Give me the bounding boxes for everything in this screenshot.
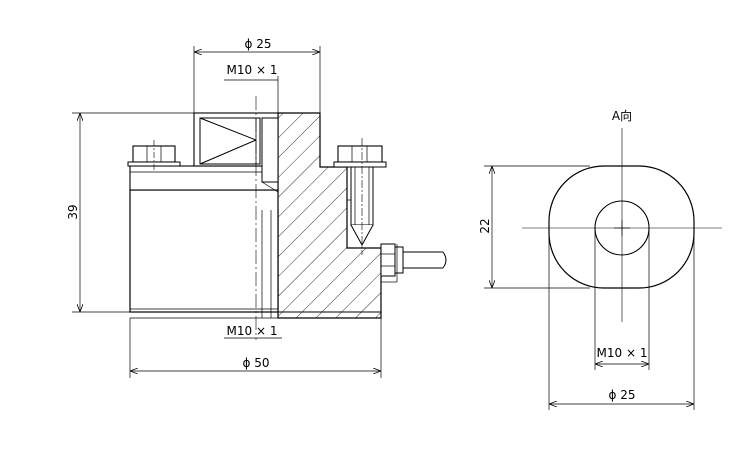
right-bolt (333, 138, 387, 255)
cable-fitting (380, 243, 447, 283)
left-bolt (127, 140, 181, 172)
view-a-label: A向 (612, 108, 632, 123)
end-view: A向 22 M10 × 1 ϕ 25 (478, 108, 722, 410)
dim-top-thread: M10 × 1 (224, 63, 279, 113)
side-view: ϕ 25 M10 × 1 39 M10 × 1 ϕ 50 (66, 37, 447, 378)
end-dim-diameter-label: ϕ 25 (609, 388, 636, 402)
end-dim-diameter: ϕ 25 (548, 228, 695, 410)
end-dim-thread: M10 × 1 (594, 228, 650, 370)
dim-bottom-thread-label: M10 × 1 (227, 324, 278, 338)
dim-top-thread-label: M10 × 1 (227, 63, 278, 77)
dim-top-diameter-label: ϕ 25 (245, 37, 272, 51)
threaded-core (199, 117, 261, 165)
end-dim-thread-label: M10 × 1 (597, 346, 648, 360)
dim-height-label: 39 (66, 204, 80, 219)
end-dim-height: 22 (478, 165, 590, 289)
housing-body (129, 189, 279, 313)
dim-height: 39 (66, 112, 194, 313)
dim-bottom-thread: M10 × 1 (224, 324, 282, 339)
dim-base-diameter-label: ϕ 50 (243, 356, 270, 370)
end-dim-height-label: 22 (478, 218, 492, 233)
dim-base-diameter: ϕ 50 (129, 318, 382, 378)
dim-top-diameter: ϕ 25 (193, 37, 321, 113)
